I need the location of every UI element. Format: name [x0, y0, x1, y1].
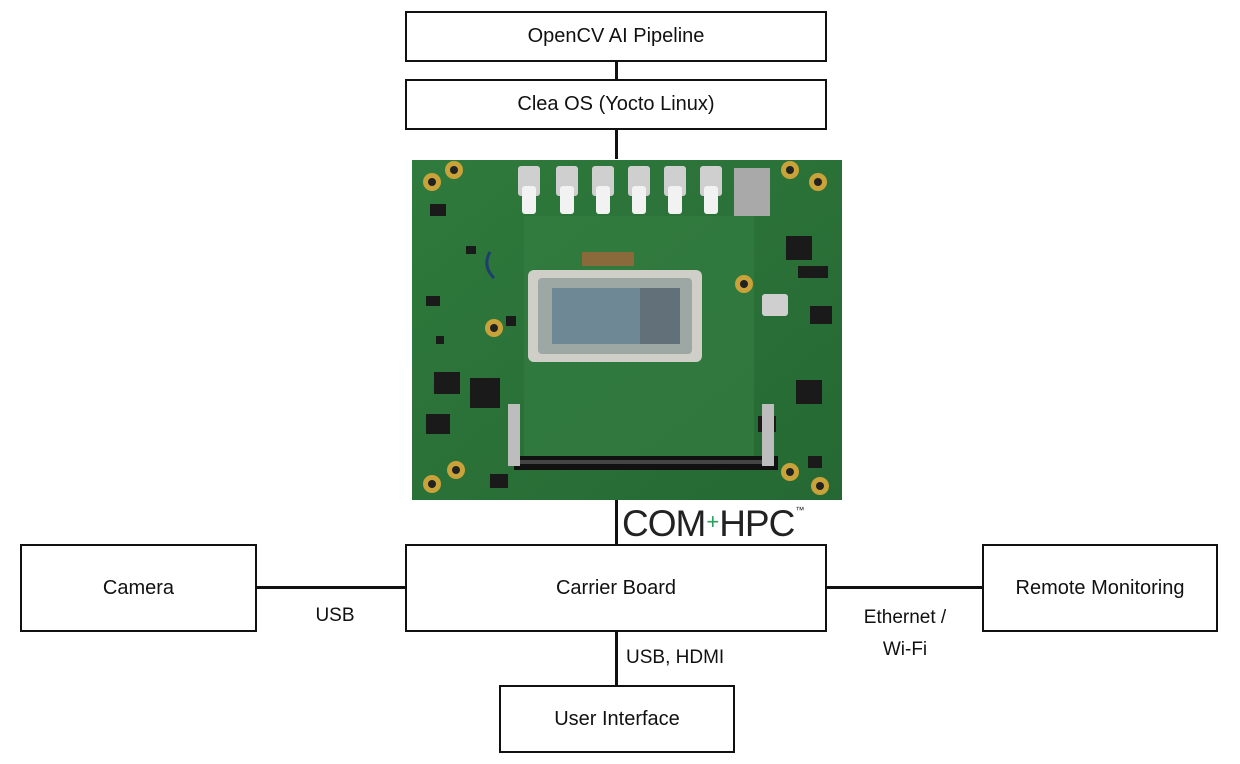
- connector-board-carrier: [615, 500, 618, 546]
- carrier-board-label: Carrier Board: [555, 576, 677, 599]
- user-interface-box: User Interface: [499, 685, 735, 753]
- ethernet-label-line2: Wi-Fi: [882, 639, 928, 660]
- connector-os-board: [615, 129, 618, 159]
- logo-plus-icon: +: [706, 509, 719, 534]
- clea-os-label: Clea OS (Yocto Linux): [517, 93, 715, 115]
- opencv-pipeline-box: OpenCV AI Pipeline: [405, 11, 827, 62]
- remote-monitoring-box: Remote Monitoring: [982, 544, 1218, 632]
- clea-os-box: Clea OS (Yocto Linux): [405, 79, 827, 130]
- connector-pipeline-os: [615, 61, 618, 81]
- ethernet-label-line1: Ethernet /: [863, 607, 947, 628]
- usb-connection-label: USB: [315, 605, 355, 626]
- ethernet-wifi-connection-label: Ethernet / Wi-Fi: [850, 602, 960, 666]
- usb-hdmi-connection-label: USB, HDMI: [626, 647, 725, 668]
- camera-box: Camera: [20, 544, 257, 632]
- carrier-board-box: Carrier Board: [405, 544, 827, 632]
- connector-carrier-ui: [615, 631, 618, 687]
- logo-com-text: COM: [622, 503, 706, 544]
- connector-carrier-remote: [826, 586, 984, 589]
- opencv-pipeline-label: OpenCV AI Pipeline: [527, 25, 705, 47]
- camera-label: Camera: [102, 576, 175, 599]
- user-interface-label: User Interface: [554, 707, 680, 730]
- com-hpc-module-image: [412, 160, 842, 500]
- remote-monitoring-label: Remote Monitoring: [1015, 576, 1185, 599]
- connector-camera-carrier: [256, 586, 408, 589]
- logo-trademark: ™: [795, 505, 804, 515]
- logo-hpc-text: HPC: [719, 503, 795, 544]
